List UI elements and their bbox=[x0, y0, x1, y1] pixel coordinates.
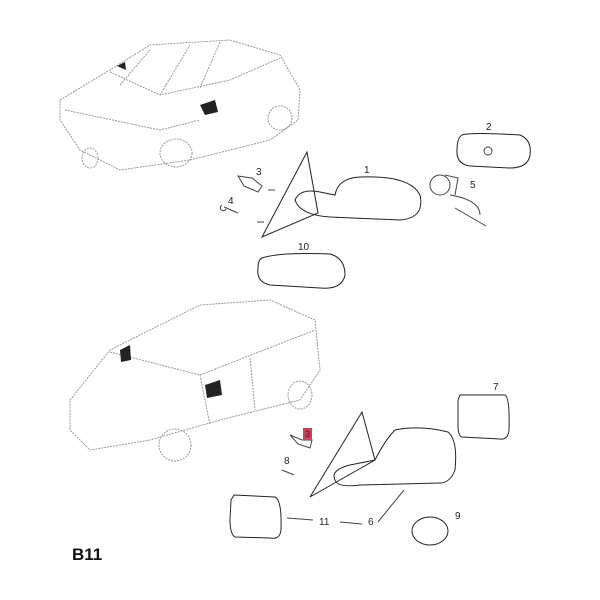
part-5-motor bbox=[429, 174, 487, 227]
label-part-5: 5 bbox=[470, 180, 476, 191]
part-4-screw bbox=[219, 204, 239, 214]
label-part-2: 2 bbox=[486, 122, 492, 133]
part-7-mirror-glass bbox=[457, 394, 510, 440]
label-part-4: 4 bbox=[228, 196, 234, 207]
part-6-mirror-assembly bbox=[309, 410, 457, 523]
label-part-6: 6 bbox=[368, 517, 374, 528]
part-3-bulb bbox=[237, 175, 263, 193]
label-part-10: 10 bbox=[298, 242, 310, 253]
part-8-screw bbox=[281, 469, 295, 476]
diagram-code: B11 bbox=[72, 545, 103, 564]
label-part-9: 9 bbox=[455, 511, 461, 522]
van-car-illustration bbox=[69, 299, 321, 462]
label-part-11: 11 bbox=[319, 517, 330, 528]
hatchback-car-illustration bbox=[59, 39, 301, 171]
part-10-mirror-glass bbox=[257, 253, 346, 289]
label-part-8: 8 bbox=[284, 456, 290, 467]
part-1-mirror-assembly[interactable] bbox=[257, 150, 422, 239]
part-9-cover bbox=[411, 516, 449, 546]
mirror-marker-bottom bbox=[205, 380, 222, 398]
mirror-marker-top bbox=[200, 100, 218, 115]
label-part-3-highlighted[interactable]: 3 bbox=[303, 428, 313, 440]
part-2-mirror-glass bbox=[456, 133, 531, 169]
part-11-mirror-glass bbox=[229, 494, 282, 539]
label-part-3: 3 bbox=[256, 167, 262, 178]
label-part-7: 7 bbox=[493, 382, 499, 393]
part-3-bulb-bottom bbox=[289, 434, 313, 449]
label-part-1: 1 bbox=[364, 165, 370, 176]
